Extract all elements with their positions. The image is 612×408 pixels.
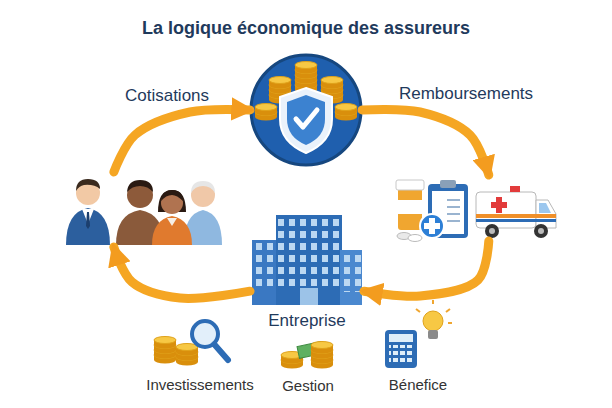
- flow-label: Remboursements: [399, 84, 533, 104]
- cycle-arrow: [114, 247, 250, 298]
- cycle-arrow: [362, 109, 489, 175]
- management-icon: [281, 342, 333, 369]
- people-group: [62, 172, 224, 247]
- icon-caption: Gestion: [282, 377, 334, 394]
- cycle-arrow: [364, 241, 489, 296]
- flow-label: Cotisations: [125, 86, 209, 106]
- diagram-title: La logique économique des assureurs: [142, 18, 470, 39]
- shield-circle: [251, 55, 361, 165]
- icon-caption: Bénefice: [389, 376, 447, 393]
- node-heading: Entreprise: [268, 311, 345, 331]
- icon-caption: Investissements: [146, 376, 254, 393]
- people-group: [66, 179, 222, 245]
- medical-icons: [396, 180, 556, 242]
- company-building: Entreprise: [250, 213, 364, 305]
- investment-icon: [154, 321, 228, 366]
- cycle-arrow: [114, 109, 250, 172]
- profit-icon: [385, 300, 452, 368]
- shield-circle: [250, 54, 362, 166]
- building-icon: [252, 215, 362, 305]
- care-icons: [385, 175, 558, 241]
